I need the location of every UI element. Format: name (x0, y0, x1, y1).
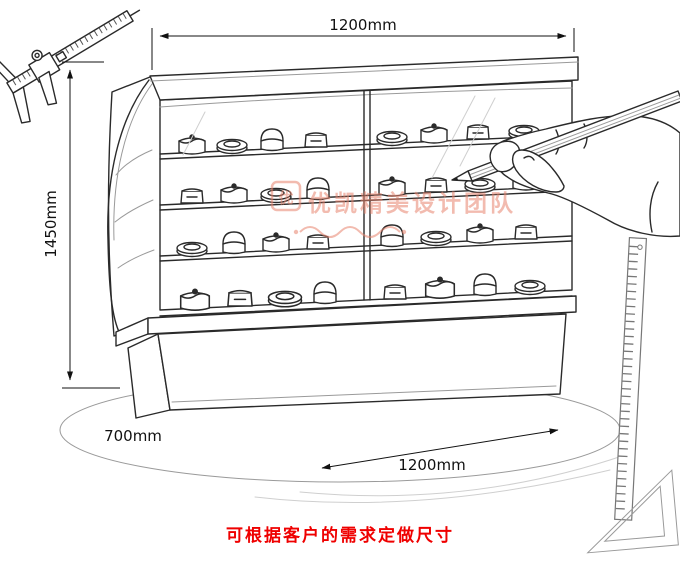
cake-display-cabinet-sketch (107, 56, 579, 419)
dimension-top-label: 1200mm (329, 16, 396, 34)
cabinet-mullion (363, 90, 371, 301)
cabinet-base (115, 295, 577, 419)
triangle-ruler-drawing (586, 469, 679, 554)
watermark: 优 优凯精美设计团队 (270, 180, 516, 238)
top-width-dimension: 1200mm (151, 16, 575, 70)
glass-reflections (182, 95, 496, 179)
index-finger-drawing (489, 140, 521, 173)
height-dimension: 1450mm (42, 61, 120, 389)
caption-text: 可根据客户的需求定做尺寸 (226, 525, 454, 545)
thumb-drawing (511, 149, 565, 193)
watermark-title: 优凯精美设计团队 (308, 190, 516, 217)
caliper-drawing (0, 9, 141, 124)
ruler-drawing (614, 237, 648, 521)
hand-with-pencil-drawing (451, 90, 680, 238)
dimension-height-label: 1450mm (42, 190, 60, 257)
bottom-width-dimension: 1200mm (321, 428, 559, 474)
dimension-depth-label: 700mm (104, 427, 162, 445)
watermark-logo: 优 (278, 189, 293, 207)
cabinet-side-panel (107, 76, 159, 337)
dimension-bottom-label: 1200mm (398, 456, 465, 474)
cabinet-header (149, 56, 579, 101)
